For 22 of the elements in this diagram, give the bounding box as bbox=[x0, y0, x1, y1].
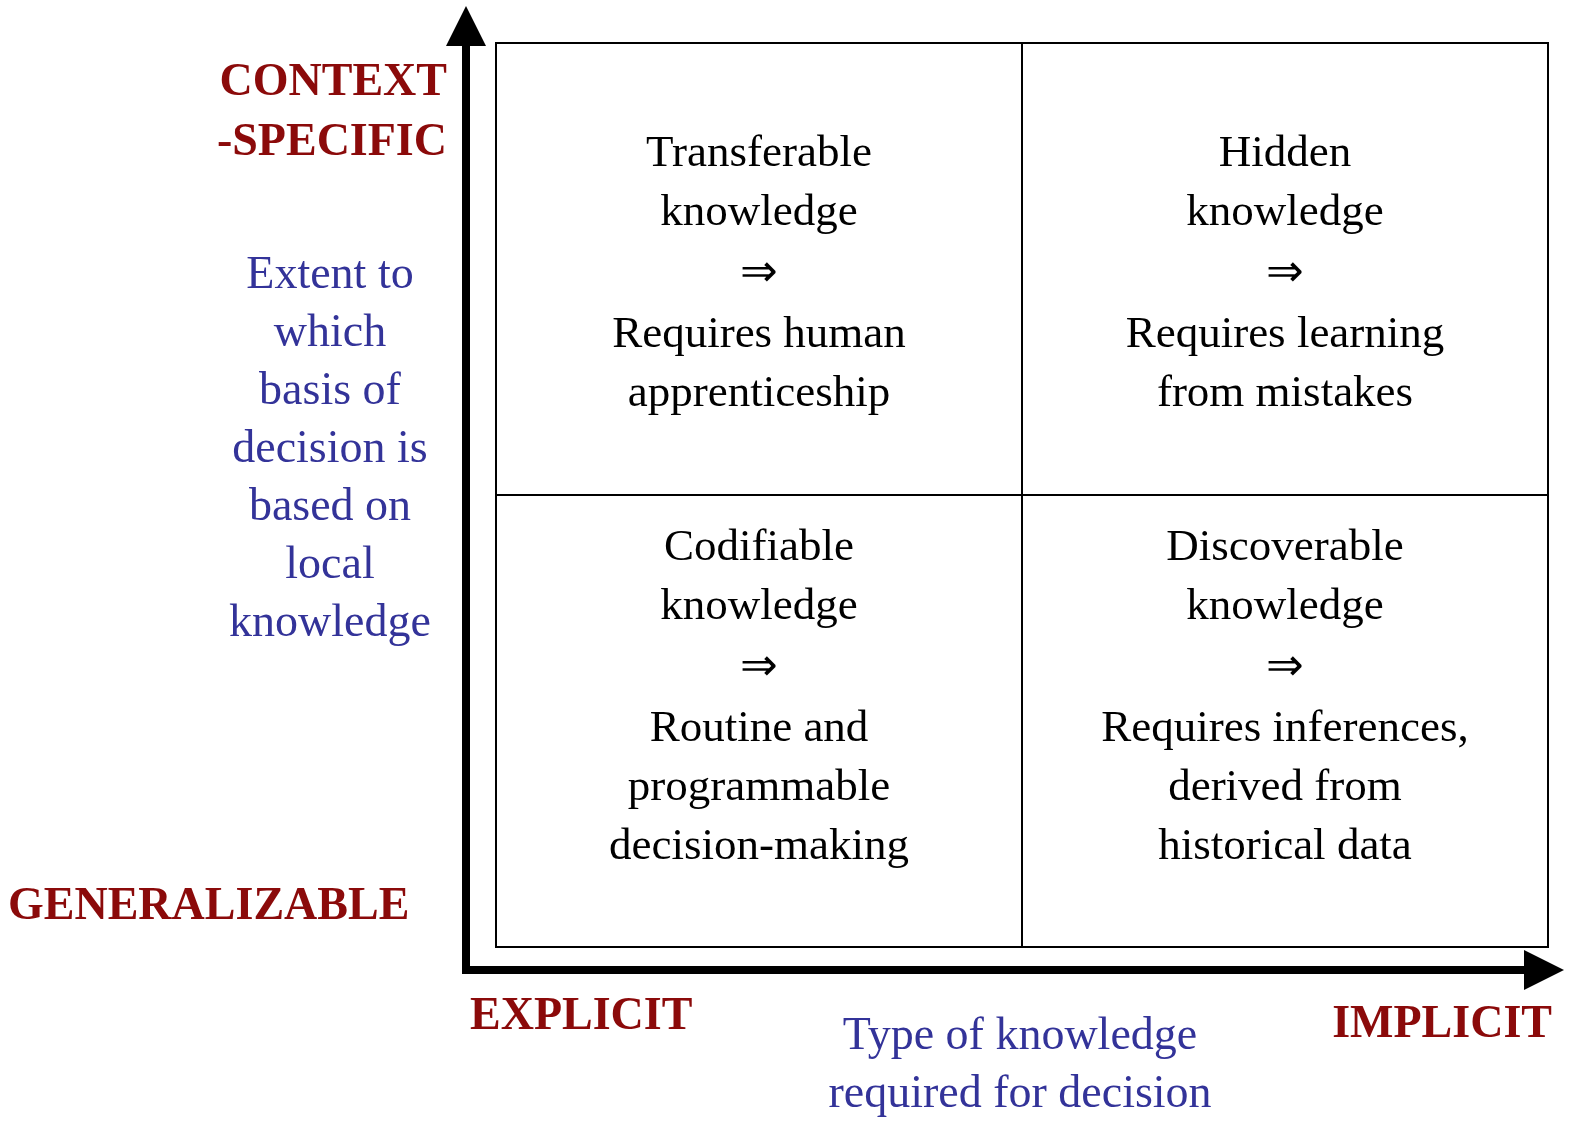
requirement-text: Requires human apprenticeship bbox=[611, 306, 907, 418]
axis-end-label: CONTEXT -SPECIFIC bbox=[215, 53, 447, 167]
quadrant-cell bbox=[1021, 494, 1549, 948]
axis-end-label: IMPLICIT bbox=[1331, 995, 1552, 1049]
knowledge-type-title: Transferable knowledge bbox=[645, 125, 873, 237]
axis-end-label: EXPLICIT bbox=[470, 987, 694, 1041]
axis-title: Type of knowledge required for decision bbox=[827, 1007, 1213, 1119]
requirement-text: Routine and programmable decision-making bbox=[608, 700, 910, 871]
quadrant-cell bbox=[495, 494, 1023, 948]
knowledge-type-title: Discoverable knowledge bbox=[1165, 519, 1405, 631]
implication-arrow-symbol: ⇒ bbox=[739, 639, 779, 692]
knowledge-type-title: Codifiable knowledge bbox=[659, 519, 859, 631]
implication-arrow-symbol: ⇒ bbox=[739, 245, 779, 298]
knowledge-type-title: Hidden knowledge bbox=[1185, 125, 1385, 237]
axis-title: Extent to which basis of decision is based on local knowledge bbox=[228, 246, 432, 648]
implication-arrow-symbol: ⇒ bbox=[1265, 639, 1305, 692]
axis-end-label: GENERALIZABLE bbox=[8, 877, 411, 931]
quadrant-cell bbox=[495, 42, 1023, 496]
quadrant-cell bbox=[1021, 42, 1549, 496]
requirement-text: Requires learning from mistakes bbox=[1124, 306, 1446, 418]
implication-arrow-symbol: ⇒ bbox=[1265, 245, 1305, 298]
requirement-text: Requires inferences, derived from historical data bbox=[1100, 700, 1470, 871]
